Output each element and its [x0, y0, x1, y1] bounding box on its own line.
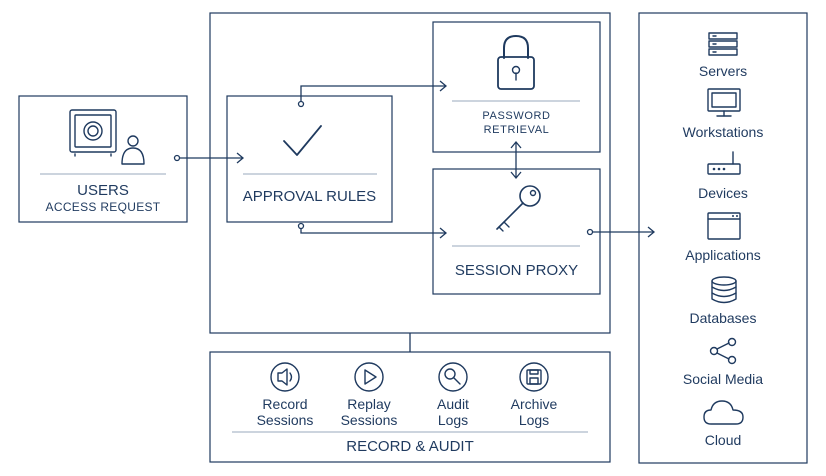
target-label-servers: Servers [698, 63, 748, 79]
target-label-workstations: Workstations [682, 124, 764, 140]
database-icon [711, 276, 737, 304]
arrowhead [510, 140, 522, 149]
users-box [18, 95, 188, 223]
password-line1: PASSWORD [482, 110, 551, 122]
approval-top-dot [297, 100, 305, 108]
target-label-databases: Databases [689, 310, 757, 326]
router-icon [707, 151, 741, 175]
record-item-label: Logs [437, 412, 469, 428]
target-label-devices: Devices [698, 185, 748, 201]
arrowhead [510, 171, 522, 180]
users-subtitle: ACCESS REQUEST [45, 200, 161, 214]
checkmark-icon [283, 125, 322, 156]
password-line2: RETRIEVAL [483, 124, 550, 136]
magnifier-icon [438, 362, 468, 392]
approval-bottom-dot [297, 222, 305, 230]
record-item-label: Sessions [340, 412, 398, 428]
cloud-icon [703, 400, 744, 425]
approval-rules-box [226, 95, 393, 223]
safe-icon [69, 109, 117, 157]
approval-rules-title: APPROVAL RULES [242, 188, 377, 205]
proxy-connector-dot [586, 228, 594, 236]
floppy-icon [519, 362, 549, 392]
record-item-label: Audit [437, 396, 469, 412]
play-icon [354, 362, 384, 392]
record-item-label: Archive [510, 396, 558, 412]
session-proxy-title: SESSION PROXY [454, 262, 579, 279]
share-icon [709, 337, 737, 365]
padlock-icon [497, 35, 535, 90]
speaker-icon [270, 362, 300, 392]
key-icon [496, 185, 541, 232]
monitor-icon [707, 88, 741, 117]
target-label-cloud: Cloud [704, 432, 742, 448]
targets-box [638, 12, 808, 464]
person-icon [121, 135, 145, 165]
approval-to-password-arrow [300, 85, 446, 101]
record-item-label: Sessions [256, 412, 314, 428]
target-label-social-media: Social Media [682, 371, 764, 387]
password-retrieval-box [432, 21, 601, 153]
session-proxy-box [432, 168, 601, 295]
approval-to-proxy-arrow [300, 229, 446, 234]
target-label-applications: Applications [685, 247, 761, 263]
users-title: USERS [77, 182, 129, 199]
record-item-label: Record [262, 396, 308, 412]
arrowhead [439, 227, 448, 239]
arrowhead [439, 80, 448, 92]
arrowhead [647, 226, 656, 238]
server-rack-icon [708, 32, 738, 56]
window-icon [707, 212, 741, 240]
record-audit-title: RECORD & AUDIT [346, 438, 474, 455]
record-item-label: Logs [518, 412, 550, 428]
record-audit-box [209, 351, 611, 463]
record-item-label: Replay [347, 396, 391, 412]
users-connector-dot [173, 154, 181, 162]
arrowhead [236, 152, 245, 164]
